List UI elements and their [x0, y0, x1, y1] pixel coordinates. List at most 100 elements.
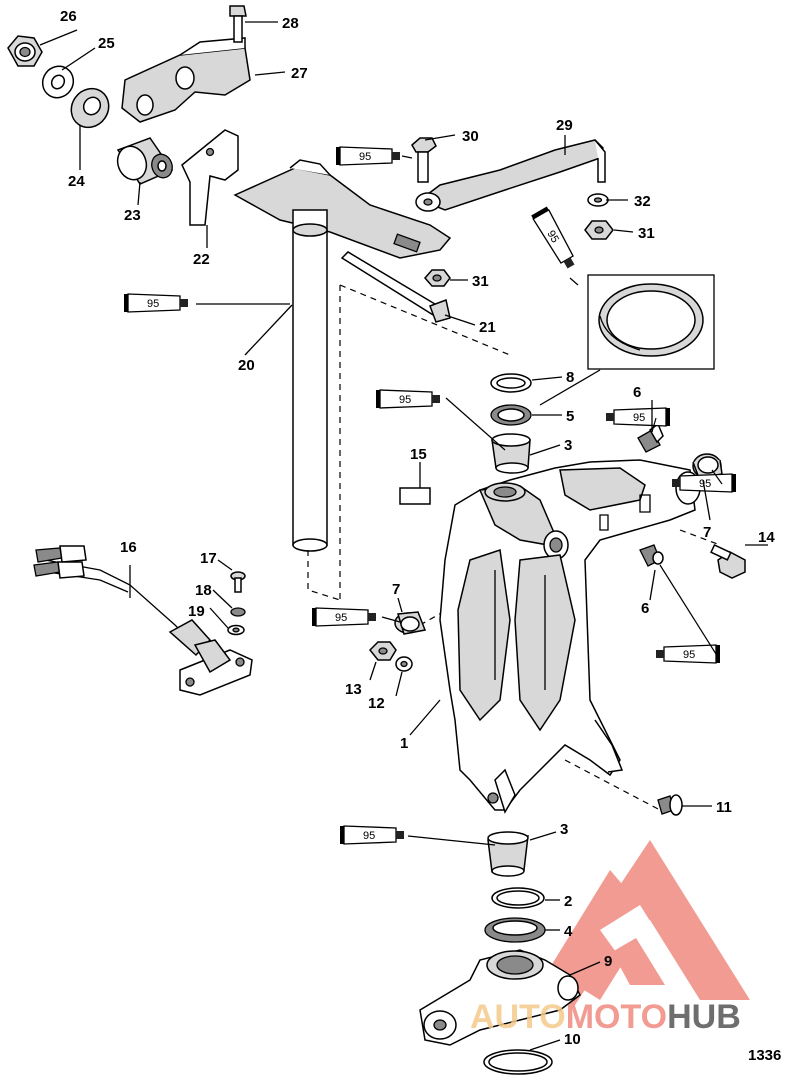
part-19-washer: [227, 624, 245, 636]
callout-31-upper: 31: [472, 273, 489, 290]
tube-95-bolt-30: 95: [336, 146, 400, 166]
part-27-clamp: [121, 37, 251, 123]
part-3-bushing-upper: [491, 433, 531, 474]
part-21-bolt: [340, 251, 451, 323]
part-16-trim-sender: [33, 545, 253, 696]
callout-4: 4: [564, 923, 573, 940]
part-9-steering-yoke: [419, 949, 581, 1046]
tube-95-fitting-top: 95: [606, 407, 670, 427]
watermark-part2: MOTO: [566, 998, 667, 1036]
callout-16: 16: [120, 539, 137, 556]
part-12-washer: [395, 656, 413, 672]
callout-32: 32: [634, 193, 651, 210]
callout-22: 22: [193, 251, 210, 268]
tube-95-bushing-left: 95: [312, 607, 376, 627]
part-22-bracket: [181, 129, 239, 226]
tube-leader-line: [445, 397, 506, 451]
part-11-plug: [657, 794, 683, 816]
callout-21: 21: [479, 319, 496, 336]
callout-20: 20: [238, 357, 255, 374]
part-23-bushing: [116, 137, 174, 185]
tube-95-steering-arm: 95: [124, 293, 188, 313]
watermark-part3: HUB: [667, 998, 741, 1036]
lubricant-code-label: 95: [359, 151, 371, 163]
part-28-bolt: [229, 5, 247, 43]
callout-2: 2: [564, 893, 572, 910]
callout-29: 29: [556, 117, 573, 134]
part-30-bolt: [411, 137, 437, 183]
part-14-bolt: [710, 543, 746, 579]
tube-95-bushing-lower: 95: [340, 825, 404, 845]
tube-95-bushing-right: 95: [672, 473, 736, 493]
part-31-nut-upper: [424, 269, 451, 287]
lubricant-code-label: 95: [683, 649, 695, 661]
part-2-o-ring: [491, 887, 545, 909]
tube-95-seal-box: 95: [531, 206, 575, 269]
callout-11: 11: [716, 799, 732, 816]
part-1-swivel-bracket: [439, 459, 701, 814]
callout-8: 8: [566, 369, 574, 386]
callout-7-left: 7: [392, 581, 400, 598]
callout-30: 30: [462, 128, 479, 145]
watermark-part1: AUTO: [470, 998, 566, 1036]
callout-7-right: 7: [703, 524, 711, 541]
part-5-seal: [490, 404, 532, 426]
part-10-retaining-ring: [483, 1049, 553, 1075]
part-6-fitting-top: [637, 422, 664, 453]
callout-3-upper: 3: [564, 437, 572, 454]
lubricant-code-label: 95: [363, 830, 375, 842]
lubricant-code-label: 95: [544, 228, 561, 245]
callout-labels: 26 25 24 23 22 28 27 29 30 32 31 31 21 2…: [60, 8, 781, 1064]
figure-number: 1336: [748, 1047, 781, 1064]
part-24-spacer: [70, 87, 110, 129]
tube-95-bushing-upper: 95: [376, 389, 440, 409]
callout-31-right: 31: [638, 225, 655, 242]
tube-leader-line: [407, 835, 496, 846]
tube-leader-line: [711, 469, 723, 485]
part-4-seal: [484, 917, 546, 943]
callout-12: 12: [368, 695, 385, 712]
part-6-fitting-bottom: [639, 544, 664, 567]
callout-5: 5: [566, 408, 574, 425]
callout-28: 28: [282, 15, 299, 32]
watermark-text: AUTOMOTOHUB: [470, 998, 741, 1036]
part-8-o-ring: [490, 373, 532, 393]
lubricant-code-label: 95: [335, 612, 347, 624]
part-13-nut: [368, 641, 397, 661]
callout-27: 27: [291, 65, 308, 82]
part-32-washer: [587, 193, 609, 207]
part-25-washer: [41, 65, 75, 99]
part-29-link-rod: [415, 139, 606, 212]
callout-19: 19: [188, 603, 205, 620]
tube-leader-line: [659, 564, 717, 655]
part-7-bushing-left: [394, 611, 427, 635]
callout-24: 24: [68, 173, 85, 190]
lubricant-tubes: 95 95 95 95 95 95 95 95 95: [124, 146, 736, 846]
callout-9: 9: [604, 953, 612, 970]
part-15-plate: [399, 487, 431, 505]
callout-6-top: 6: [633, 384, 641, 401]
part-31-nut-right: [584, 220, 614, 240]
seal-detail-box: [587, 274, 715, 370]
callout-13: 13: [345, 681, 362, 698]
part-18-washer: [230, 607, 246, 617]
callout-3-lower: 3: [560, 821, 568, 838]
svg-text:AUTOMOTOHUB: AUTOMOTOHUB: [470, 998, 741, 1036]
leader-lines: [39, 21, 768, 1051]
tube-95-fitting-bottom: 95: [656, 644, 720, 664]
lubricant-code-label: 95: [147, 298, 159, 310]
callout-18: 18: [195, 582, 212, 599]
callout-23: 23: [124, 207, 141, 224]
tube-leader-line: [651, 417, 657, 433]
lubricant-code-label: 95: [699, 478, 711, 490]
tube-leader-line: [569, 277, 579, 286]
callout-6-bottom: 6: [641, 600, 649, 617]
part-20-steering-arm: [233, 159, 452, 552]
callout-10: 10: [564, 1031, 581, 1048]
part-26-nut: [7, 35, 43, 67]
tube-leader-line: [381, 616, 401, 623]
callout-14: 14: [758, 529, 775, 546]
callout-25: 25: [98, 35, 115, 52]
callout-1: 1: [400, 735, 408, 752]
